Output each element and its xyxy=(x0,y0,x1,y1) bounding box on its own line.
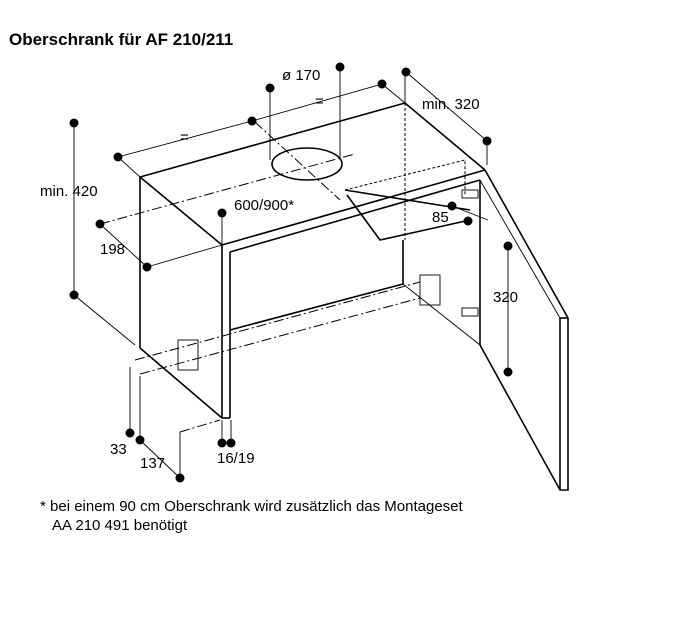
label-198: 198 xyxy=(100,241,125,258)
label-duct-diameter: ø 170 xyxy=(282,67,320,84)
label-16-19: 16/19 xyxy=(217,450,255,467)
dimension-points xyxy=(69,62,513,483)
label-equal-right: = xyxy=(315,93,324,110)
label-33: 33 xyxy=(110,441,127,458)
label-320: 320 xyxy=(493,289,518,306)
footnote-line-2: AA 210 491 benötigt xyxy=(52,517,188,534)
label-equal-left: = xyxy=(180,129,189,146)
label-min-height: min. 420 xyxy=(40,183,98,200)
label-85: 85 xyxy=(432,209,449,226)
diagram-title: Oberschrank für AF 210/211 xyxy=(9,30,234,49)
label-min-depth: min. 320 xyxy=(422,96,480,113)
dimension-lines xyxy=(73,67,509,479)
footnote-line-1: * bei einem 90 cm Oberschrank wird zusät… xyxy=(40,498,463,515)
label-width: 600/900* xyxy=(234,197,294,214)
footnote: * bei einem 90 cm Oberschrank wird zusät… xyxy=(40,497,463,535)
label-137: 137 xyxy=(140,455,165,472)
cabinet-outline xyxy=(99,102,569,491)
